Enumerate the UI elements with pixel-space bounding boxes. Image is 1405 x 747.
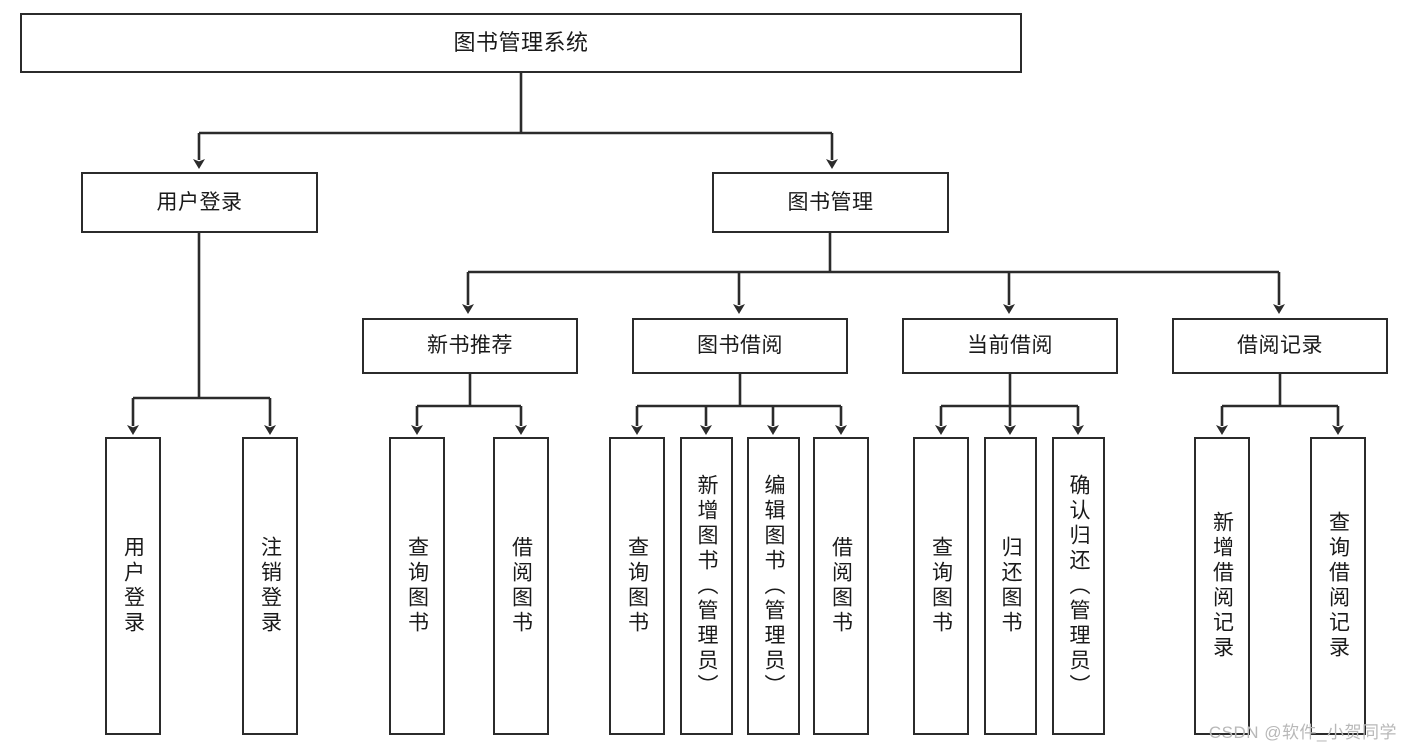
- edge-bookmgmt-to-level3: [462, 233, 1285, 314]
- node-leaf-borrow-book-1[interactable]: 借阅图书: [493, 437, 549, 735]
- node-leaf-borrow-book-2[interactable]: 借阅图书: [813, 437, 869, 735]
- node-leaf-user-login[interactable]: 用户登录: [105, 437, 161, 735]
- node-leaf-edit-book[interactable]: 编辑图书（管理员）: [747, 437, 800, 735]
- node-leaf-add-book[interactable]: 新增图书（管理员）: [680, 437, 733, 735]
- node-leaf-add-record[interactable]: 新增借阅记录: [1194, 437, 1250, 735]
- node-book-borrow[interactable]: 图书借阅: [632, 318, 848, 374]
- node-leaf-logout-label: 注销登录: [258, 536, 282, 636]
- node-user-login-label: 用户登录: [156, 190, 243, 214]
- node-leaf-return-book-label: 归还图书: [999, 536, 1022, 636]
- csdn-watermark: CSDN @软件_小贺同学: [1208, 723, 1397, 742]
- node-borrow-record[interactable]: 借阅记录: [1172, 318, 1388, 374]
- node-leaf-query-book-2-label: 查询图书: [625, 536, 649, 636]
- node-leaf-user-login-label: 用户登录: [121, 536, 145, 636]
- node-leaf-borrow-book-2-label: 借阅图书: [829, 536, 853, 636]
- node-current-borrow[interactable]: 当前借阅: [902, 318, 1118, 374]
- node-leaf-add-record-label: 新增借阅记录: [1210, 511, 1234, 661]
- node-book-management-label: 图书管理: [787, 190, 874, 214]
- node-new-book-recommend-label: 新书推荐: [427, 334, 513, 358]
- node-leaf-query-book-3[interactable]: 查询图书: [913, 437, 969, 735]
- node-leaf-borrow-book-1-label: 借阅图书: [509, 536, 533, 636]
- node-leaf-query-record-label: 查询借阅记录: [1326, 511, 1350, 661]
- node-leaf-return-book[interactable]: 归还图书: [984, 437, 1037, 735]
- node-leaf-logout[interactable]: 注销登录: [242, 437, 298, 735]
- edge-currentborrow-to-leaves: [935, 374, 1084, 435]
- node-book-management[interactable]: 图书管理: [712, 172, 949, 233]
- node-leaf-query-book-1-label: 查询图书: [405, 536, 429, 636]
- edge-newbook-to-leaves: [411, 374, 527, 435]
- edge-bookborrow-to-leaves: [631, 374, 847, 435]
- node-leaf-confirm-return[interactable]: 确认归还（管理员）: [1052, 437, 1105, 735]
- edge-borrowrecord-to-leaves: [1216, 374, 1344, 435]
- edge-userlogin-to-leaves: [127, 233, 276, 435]
- node-leaf-query-book-2[interactable]: 查询图书: [609, 437, 665, 735]
- node-leaf-query-record[interactable]: 查询借阅记录: [1310, 437, 1366, 735]
- node-leaf-query-book-1[interactable]: 查询图书: [389, 437, 445, 735]
- node-current-borrow-label: 当前借阅: [967, 334, 1053, 358]
- node-leaf-add-book-label: 新增图书（管理员）: [695, 473, 718, 699]
- node-user-login[interactable]: 用户登录: [81, 172, 318, 233]
- edge-root-to-level2: [193, 73, 838, 169]
- node-root[interactable]: 图书管理系统: [20, 13, 1022, 73]
- node-new-book-recommend[interactable]: 新书推荐: [362, 318, 578, 374]
- node-root-label: 图书管理系统: [453, 29, 589, 55]
- node-book-borrow-label: 图书借阅: [697, 334, 783, 358]
- node-leaf-query-book-3-label: 查询图书: [929, 536, 953, 636]
- node-leaf-edit-book-label: 编辑图书（管理员）: [762, 473, 785, 699]
- node-leaf-confirm-return-label: 确认归还（管理员）: [1067, 473, 1090, 699]
- node-borrow-record-label: 借阅记录: [1237, 334, 1323, 358]
